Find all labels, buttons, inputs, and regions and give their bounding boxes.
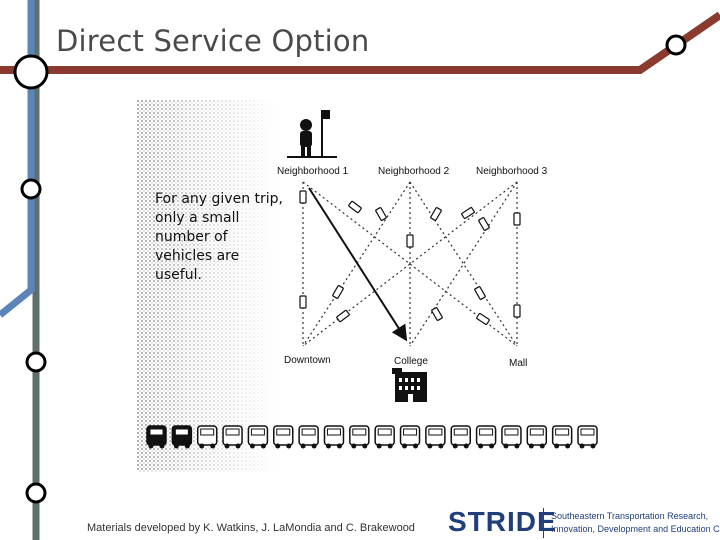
bus-icon [171, 425, 193, 449]
logo-divider [543, 508, 544, 538]
node-label-neighborhood-2: Neighborhood 2 [378, 166, 450, 177]
bus-icon [450, 425, 471, 449]
bus-icon [399, 425, 421, 449]
stride-logo: STRIDE [448, 506, 557, 537]
caption-line: number of [155, 229, 229, 245]
bus-icon [349, 425, 370, 449]
bus-icon [222, 425, 243, 449]
bus-icon [526, 425, 548, 449]
bus-icon [425, 425, 446, 449]
person-flag-icon [287, 110, 337, 158]
station-marker-top [13, 54, 49, 90]
bus-icon [577, 425, 598, 449]
rail-blue-line [0, 0, 35, 318]
node-label-mall: Mall [509, 358, 527, 369]
highlighted-trip-arrow [308, 187, 408, 342]
station-marker [20, 178, 42, 200]
bus-icon [374, 425, 395, 449]
station-marker [25, 482, 47, 504]
caption-line: For any given trip, [155, 191, 283, 207]
route-vehicles [299, 190, 521, 326]
node-label-college: College [394, 356, 428, 367]
diagram-caption: For any given trip, only a small number … [155, 191, 287, 283]
college-building-icon [392, 368, 427, 402]
org-name-line: Southeastern Transportation Research, [551, 511, 709, 521]
credit-text: Materials developed by K. Watkins, J. La… [87, 522, 415, 534]
bus-icon [298, 425, 319, 449]
bus-icon [475, 425, 497, 449]
station-marker [25, 351, 47, 373]
caption-line: only a small [155, 210, 239, 226]
node-label-neighborhood-3: Neighborhood 3 [476, 166, 548, 177]
bus-icon [551, 425, 573, 449]
bus-icon [501, 425, 522, 449]
caption-line: useful. [155, 267, 202, 283]
org-name: Southeastern Transportation Research, In… [551, 510, 720, 536]
stipple-fade [137, 100, 277, 472]
bus-fleet-row [146, 425, 598, 449]
station-marker-top-right [665, 34, 687, 56]
caption-line: vehicles are [155, 248, 239, 264]
bus-icon [273, 425, 294, 449]
bus-icon [323, 425, 345, 449]
node-label-downtown: Downtown [284, 355, 331, 366]
bus-icon [247, 425, 269, 449]
direct-service-diagram: For any given trip, only a small number … [137, 100, 598, 472]
slide-title: Direct Service Option [56, 24, 370, 58]
route-lines [302, 181, 518, 347]
node-label-neighborhood-1: Neighborhood 1 [277, 166, 349, 177]
rail-red-line [0, 11, 720, 74]
org-name-line: Innovation, Development and Education Ce… [551, 524, 720, 534]
bus-icon [146, 425, 167, 449]
bus-icon [196, 425, 218, 449]
